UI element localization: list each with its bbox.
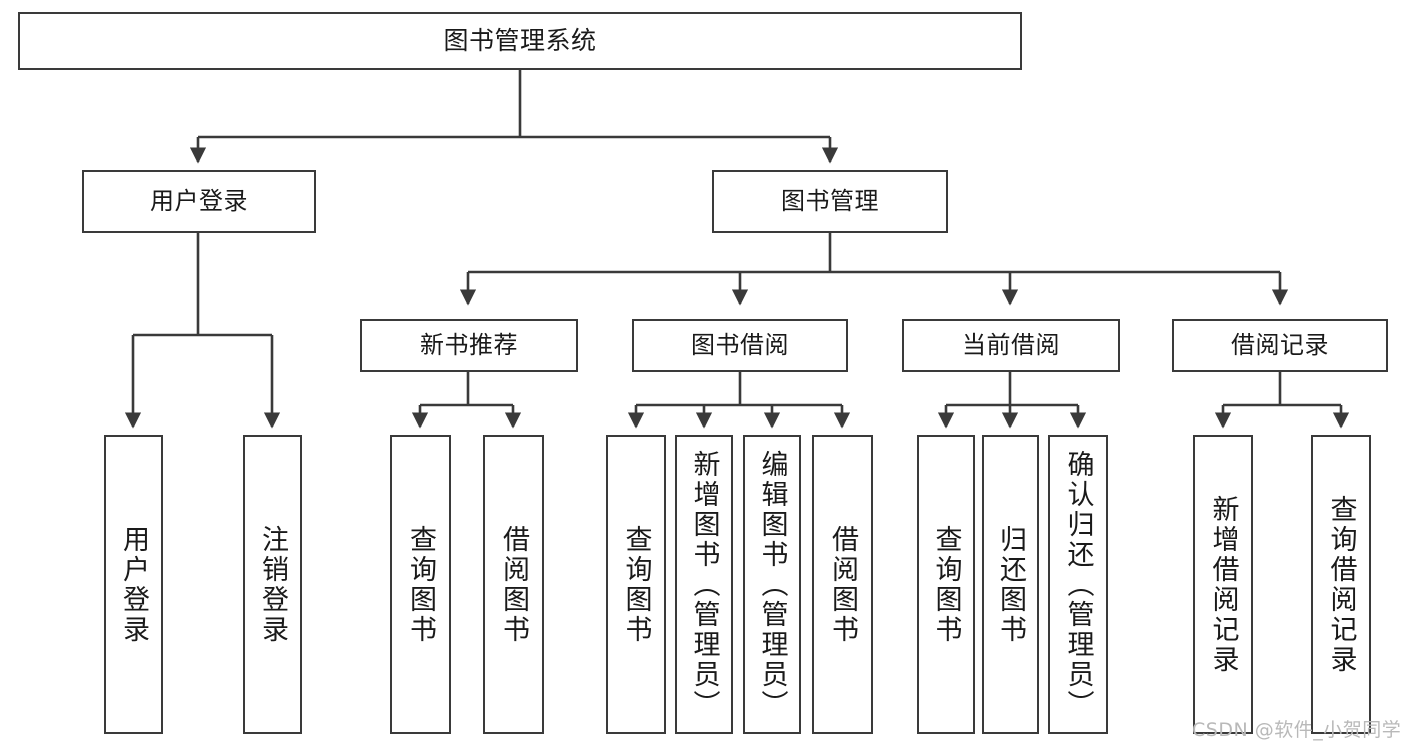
- node-book-borrow[interactable]: 图书借阅: [632, 319, 848, 372]
- leaf-record-query-borrow-record[interactable]: 查询借阅记录: [1311, 435, 1371, 734]
- node-label: 注销登录: [257, 524, 288, 645]
- csdn-watermark: CSDN @软件_小贺同学: [1192, 719, 1402, 741]
- leaf-user-login[interactable]: 用户登录: [104, 435, 163, 734]
- node-label: 查询图书: [620, 524, 652, 645]
- node-new-book-recommend[interactable]: 新书推荐: [360, 319, 578, 372]
- node-current-borrow[interactable]: 当前借阅: [902, 319, 1120, 372]
- node-label: 查询借阅记录: [1325, 494, 1357, 675]
- leaf-user-logout[interactable]: 注销登录: [243, 435, 302, 734]
- node-borrow-record[interactable]: 借阅记录: [1172, 319, 1388, 372]
- node-label: 归还图书: [995, 524, 1026, 645]
- leaf-current-return-book[interactable]: 归还图书: [982, 435, 1039, 734]
- node-label: 新书推荐: [420, 330, 518, 359]
- node-label: 用户登录: [118, 524, 149, 645]
- node-label: 用户登录: [150, 186, 248, 215]
- node-label: 借阅图书: [498, 524, 529, 645]
- leaf-borrow-borrow-book[interactable]: 借阅图书: [812, 435, 873, 734]
- node-label: 查询图书: [405, 524, 436, 645]
- leaf-borrow-add-book-admin[interactable]: 新增图书（管理员）: [675, 435, 733, 734]
- node-label: 图书借阅: [691, 330, 789, 359]
- leaf-current-query-book[interactable]: 查询图书: [917, 435, 975, 734]
- node-label: 当前借阅: [962, 330, 1060, 359]
- leaf-borrow-edit-book-admin[interactable]: 编辑图书（管理员）: [743, 435, 801, 734]
- node-root-book-management-system[interactable]: 图书管理系统: [18, 12, 1022, 70]
- node-user-login[interactable]: 用户登录: [82, 170, 316, 233]
- node-label: 新增借阅记录: [1207, 494, 1239, 675]
- leaf-current-confirm-return-admin[interactable]: 确认归还（管理员）: [1048, 435, 1108, 734]
- leaf-recommend-borrow-book[interactable]: 借阅图书: [483, 435, 544, 734]
- node-label: 借阅记录: [1231, 330, 1329, 359]
- node-label: 图书管理系统: [443, 25, 597, 55]
- node-label: 查询图书: [930, 524, 962, 645]
- node-label: 编辑图书（管理员）: [756, 449, 788, 720]
- node-label: 确认归还（管理员）: [1062, 449, 1094, 720]
- leaf-borrow-query-book[interactable]: 查询图书: [606, 435, 666, 734]
- node-label: 图书管理: [781, 186, 879, 215]
- leaf-recommend-query-book[interactable]: 查询图书: [390, 435, 451, 734]
- node-label: 新增图书（管理员）: [688, 449, 720, 720]
- node-label: 借阅图书: [827, 524, 858, 645]
- leaf-record-add-borrow-record[interactable]: 新增借阅记录: [1193, 435, 1253, 734]
- node-book-management[interactable]: 图书管理: [712, 170, 948, 233]
